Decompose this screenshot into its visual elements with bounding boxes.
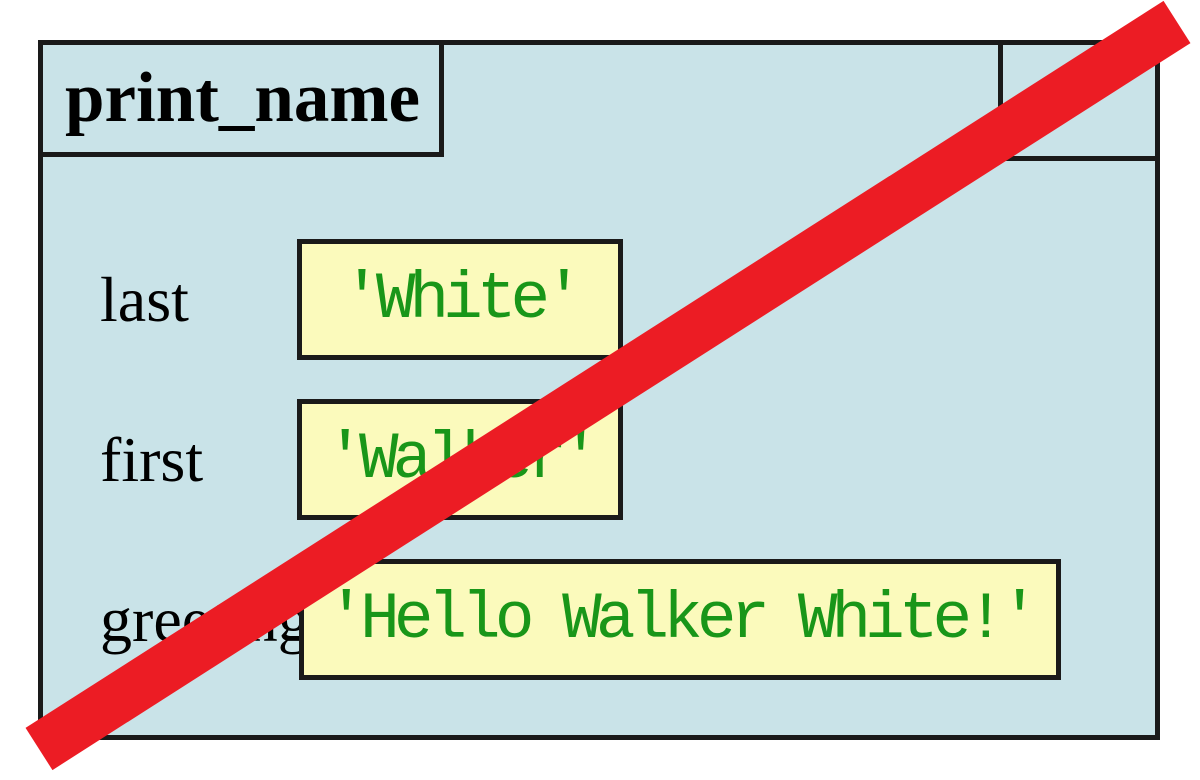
variable-value-box-first: 'Walker' [297, 399, 623, 520]
variable-value: 'Hello Walker White!' [326, 582, 1040, 657]
variable-value-box-greeting: 'Hello Walker White!' [299, 559, 1061, 680]
variable-name-label: greeting [100, 583, 310, 655]
variable-name-first: first [100, 399, 203, 520]
variable-name-last: last [100, 239, 189, 360]
variable-name-greeting: greeting [100, 559, 310, 680]
variable-value: 'White' [342, 262, 584, 337]
variable-value-box-last: 'White' [297, 239, 623, 360]
variable-value: 'Walker' [325, 422, 600, 497]
variable-name-label: last [100, 263, 189, 335]
frame-name-tab: print_name [38, 40, 444, 157]
function-name: print_name [65, 59, 420, 137]
program-counter-box [998, 40, 1160, 161]
variable-name-label: first [100, 423, 204, 495]
